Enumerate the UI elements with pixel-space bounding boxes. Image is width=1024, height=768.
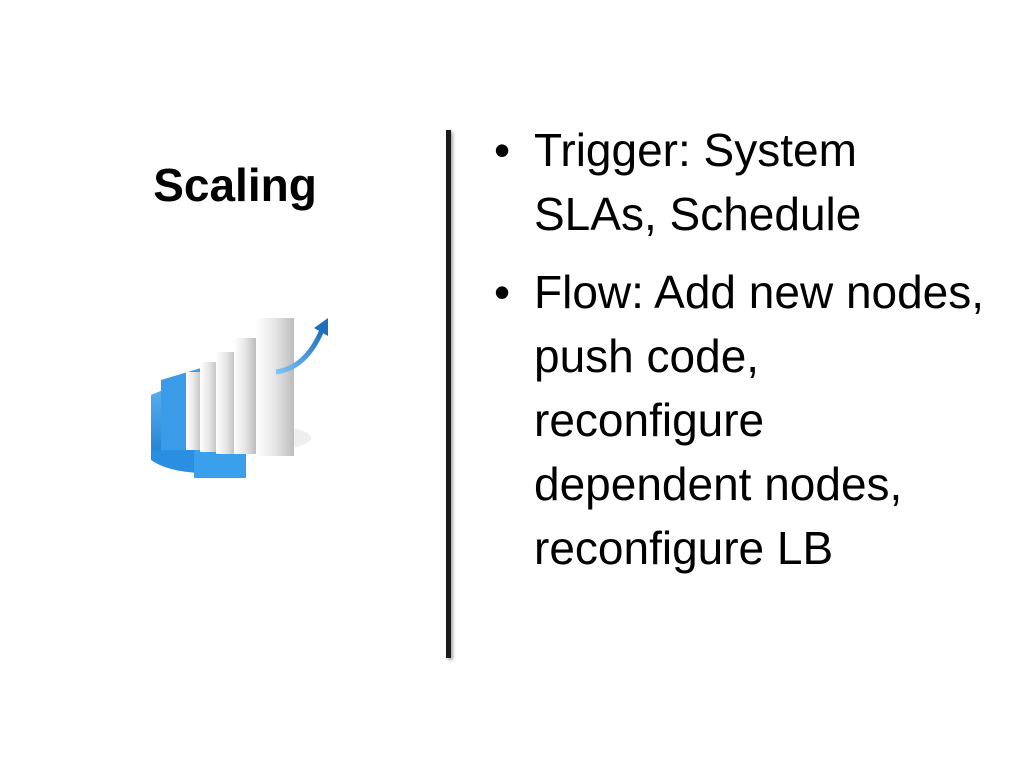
bullet-icon: • bbox=[494, 266, 511, 318]
rising-bar-chart-icon bbox=[151, 318, 328, 478]
bullet-text: Trigger: System SLAs, Schedule bbox=[534, 124, 862, 240]
bullet-item: • Trigger: System SLAs, Schedule bbox=[492, 118, 992, 246]
bullet-item: • Flow: Add new nodes, push code, reconf… bbox=[492, 260, 992, 580]
bullet-text: Flow: Add new nodes, push code, reconfig… bbox=[534, 266, 985, 574]
bullet-list: • Trigger: System SLAs, Schedule • Flow:… bbox=[492, 118, 992, 594]
bullet-icon: • bbox=[494, 124, 511, 176]
slide-title: Scaling bbox=[153, 159, 317, 211]
vertical-divider bbox=[446, 130, 451, 658]
